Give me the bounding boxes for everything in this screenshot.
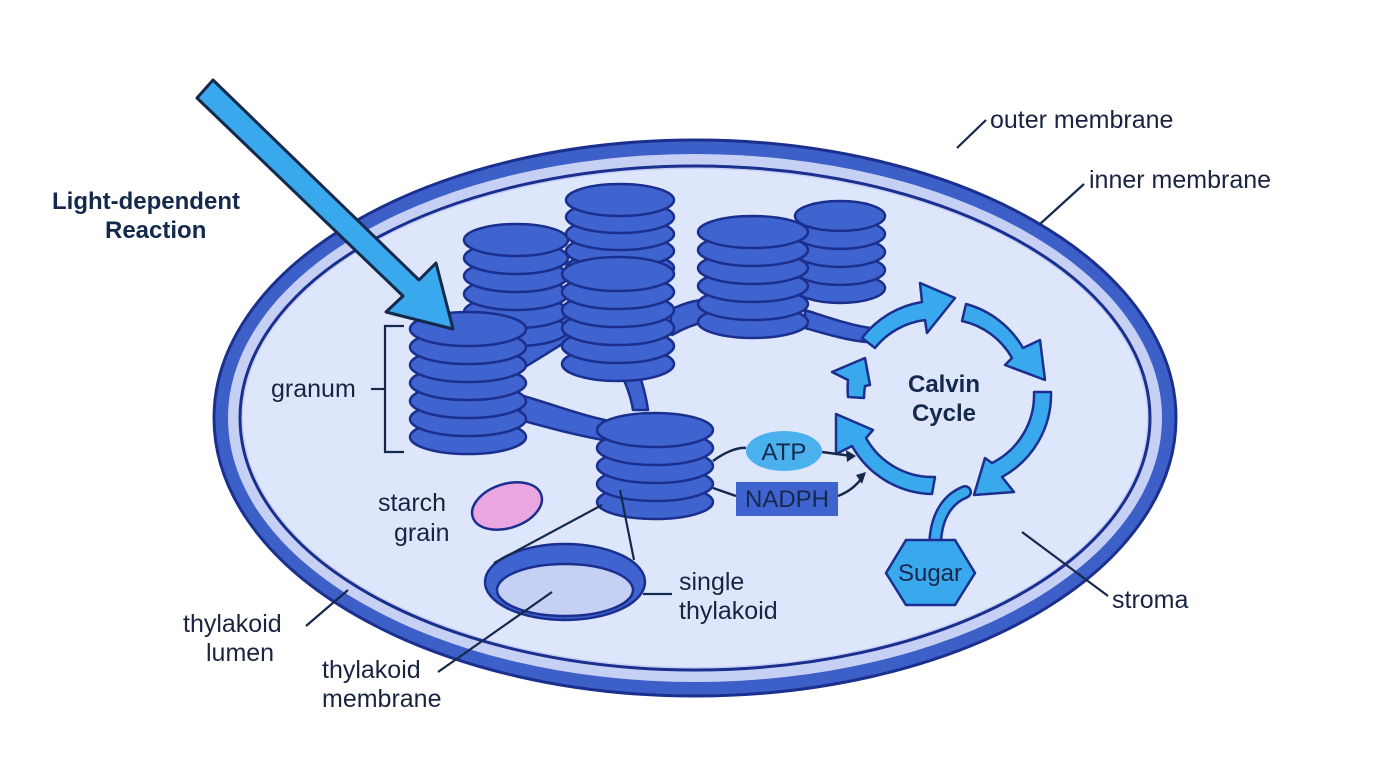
granum-stack-center	[560, 255, 676, 383]
single-thylakoid	[483, 542, 647, 622]
thylakoid-membrane-label: thylakoid	[322, 656, 421, 684]
single-thylakoid-label: thylakoid	[679, 597, 778, 625]
starch-grain-label: starch	[378, 489, 446, 517]
light-reaction-label: Reaction	[105, 217, 206, 244]
cycle-arrow-icon	[960, 302, 1047, 382]
nadph-label: NADPH	[745, 486, 829, 513]
cycle-arrow-icon	[834, 412, 937, 496]
stroma-label: stroma	[1112, 586, 1189, 614]
cycle-arrow-icon	[830, 356, 872, 400]
calvin-cycle-label: Calvin	[908, 371, 980, 398]
starch-grain	[470, 481, 544, 531]
granum-stack-mid-right	[696, 214, 810, 340]
inner-membrane-label: inner membrane	[1089, 166, 1271, 194]
energy-arrows	[712, 446, 866, 498]
light-reaction-label: Light-dependent	[52, 188, 240, 215]
calvin-cycle	[830, 281, 1053, 497]
granum-stack-front-center	[595, 411, 715, 521]
light-arrow-icon	[195, 78, 455, 331]
leader-lines	[305, 119, 1109, 673]
cycle-arrow-icon	[972, 390, 1053, 497]
atp-label: ATP	[762, 439, 807, 466]
starch-grain-label: grain	[394, 519, 450, 547]
thylakoid-lumen-label: thylakoid	[183, 610, 282, 638]
inner-membrane	[238, 164, 1152, 672]
calvin-cycle-label: Cycle	[912, 400, 976, 427]
granum-stack-front-left	[408, 310, 528, 456]
granum-stack-back-right	[793, 199, 887, 305]
thylakoid-lumen-label: lumen	[206, 639, 274, 667]
hexagon-icon	[884, 538, 977, 607]
sugar-label: Sugar	[898, 560, 962, 587]
granum-label: granum	[271, 375, 356, 403]
single-thylakoid-label: single	[679, 568, 744, 596]
nadph-badge	[736, 482, 838, 516]
outer-membrane-label: outer membrane	[990, 106, 1173, 134]
atp-badge	[746, 431, 822, 471]
thylakoid-membrane-label: membrane	[322, 685, 442, 713]
cycle-arrow-icon	[860, 281, 957, 350]
